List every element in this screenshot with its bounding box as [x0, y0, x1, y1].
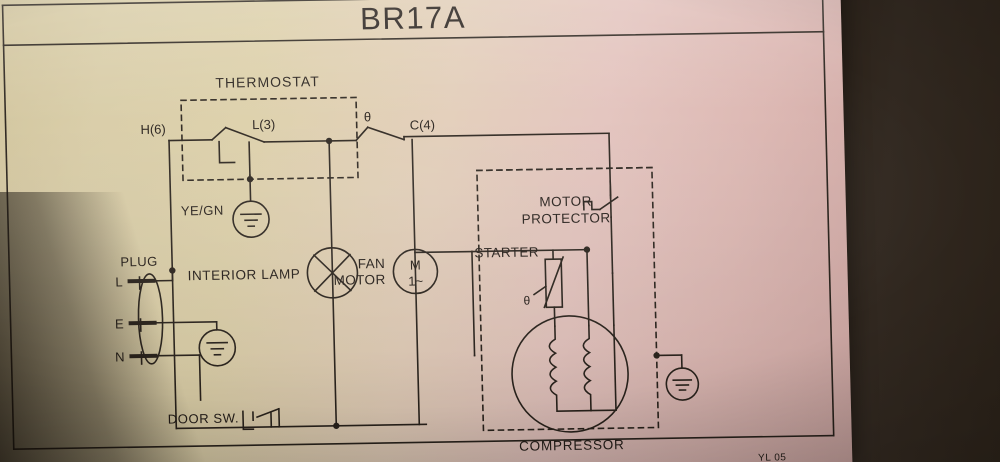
thermostat-actuator-hook — [218, 140, 236, 164]
footer-code: YL 05 — [758, 452, 787, 462]
wire-yegn-up — [248, 141, 251, 177]
thermostat-contact-1-blade — [210, 126, 227, 141]
wire-left-bus — [168, 139, 174, 272]
compressor-symbol — [511, 315, 629, 433]
compressor-winding-start — [548, 325, 592, 412]
wire-to-starter-left — [414, 250, 473, 254]
node-lamp-bottom — [333, 422, 340, 430]
terminal-theta-label: θ — [364, 109, 372, 124]
plug-label: PLUG — [120, 254, 158, 270]
terminal-l3-label: L(3) — [252, 117, 276, 132]
frame-right-line — [821, 0, 835, 437]
node-yegn — [246, 176, 254, 183]
node-l3 — [325, 137, 333, 145]
thermostat-contact-2-arm — [366, 126, 406, 141]
wire-plug-n-down — [198, 354, 202, 401]
starter-label: STARTER — [474, 244, 539, 260]
thermostat-label: THERMOSTAT — [215, 73, 320, 91]
wire-left-bus-lower — [171, 269, 178, 430]
wire-protector-to-motor — [611, 272, 615, 327]
page-title: BR17A — [360, 0, 467, 36]
plug-pin-e-label: E — [115, 316, 124, 331]
node-compressor-ground — [653, 352, 660, 359]
wiring-label-sheet: BR17A THERMOSTAT H(6) L(3) θ C(4) YE/GN … — [0, 0, 853, 462]
plug-ground-symbol — [198, 328, 237, 367]
motor-protector-blade — [598, 196, 619, 211]
plug-pin-l-label: L — [115, 274, 123, 289]
protector-box-top — [476, 166, 653, 172]
fan-motor-symbol-bottom: 1~ — [408, 273, 424, 288]
node-starter-right — [583, 246, 591, 253]
wiring-diagram-svg: BR17A THERMOSTAT H(6) L(3) θ C(4) YE/GN … — [0, 0, 853, 462]
fan-motor-label-line1: FAN — [358, 256, 386, 271]
terminal-c4-label: C(4) — [410, 117, 436, 132]
compressor-winding-run — [582, 324, 592, 412]
fan-motor-symbol-top: M — [410, 257, 421, 272]
yegn-ground-symbol — [232, 200, 270, 238]
motor-protector-label-line2: PROTECTOR — [521, 210, 610, 226]
wire-l3-rail — [263, 140, 330, 143]
wire-top-right — [403, 132, 610, 138]
wire-h6-to-contact — [168, 139, 213, 142]
fan-motor-label-line2: MOTOR — [333, 272, 385, 288]
frame-left-line — [1, 4, 15, 450]
wiring-diagram: BR17A THERMOSTAT H(6) L(3) θ C(4) YE/GN … — [0, 0, 853, 462]
ground-wire-label: YE/GN — [181, 203, 224, 219]
plug-pin-n-label: N — [115, 349, 125, 364]
starter-theta-lead — [532, 285, 547, 296]
plug-body — [137, 273, 164, 365]
wire-protector-out — [610, 216, 614, 275]
interior-lamp-label: INTERIOR LAMP — [187, 266, 300, 283]
wire-starter-right — [586, 248, 590, 327]
compressor-label: COMPRESSOR — [519, 437, 625, 454]
compressor-ground-symbol — [665, 367, 700, 401]
frame-bottom-line — [12, 434, 835, 450]
motor-protector-label-line1: MOTOR — [539, 194, 592, 210]
door-switch-blade — [256, 407, 280, 419]
starter-theta-label: θ — [523, 294, 530, 308]
node-plug-l — [169, 267, 176, 274]
terminal-h6-label: H(6) — [140, 122, 166, 137]
door-switch-label: DOOR SW. — [168, 410, 240, 426]
wire-starter-left — [471, 250, 476, 357]
